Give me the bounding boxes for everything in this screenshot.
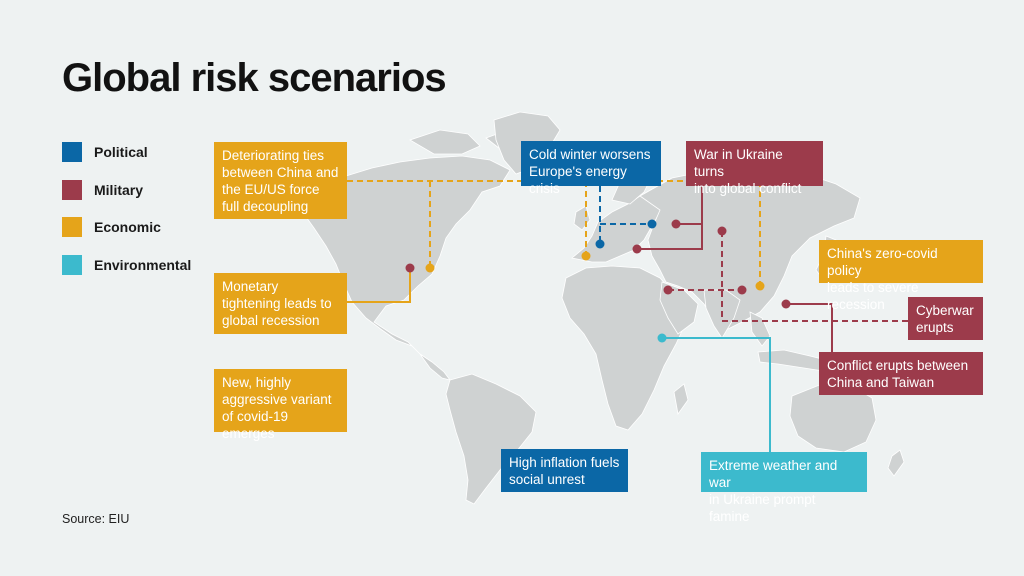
legend: Political Military Economic Environmenta… — [62, 141, 191, 291]
dot-taiwan — [781, 299, 791, 309]
legend-label-economic: Economic — [94, 219, 161, 235]
dot-monetary-us — [405, 263, 415, 273]
legend-label-political: Political — [94, 144, 148, 160]
scenario-zero-covid: China's zero-covid policy leads to sever… — [819, 240, 983, 312]
connector-taiwan — [786, 303, 833, 352]
dot-cyber-russia — [717, 226, 727, 236]
legend-label-environmental: Environmental — [94, 256, 192, 273]
scenario-ukraine-war: War in Ukraine turns into global conflic… — [686, 141, 823, 196]
legend-swatch-political — [62, 142, 82, 162]
scenario-cyberwar: Cyberwar erupts — [908, 297, 983, 340]
arabian-peninsula — [659, 281, 699, 335]
connector-monetary — [347, 268, 411, 303]
endpoint-dots — [405, 219, 791, 343]
legend-item-environmental: Environmental — [62, 254, 191, 276]
central-america — [419, 353, 451, 381]
legend-item-economic: Economic — [62, 216, 191, 238]
dot-cyber-china — [737, 285, 747, 295]
dot-cyber-mideast — [663, 285, 673, 295]
new-zealand — [887, 449, 905, 477]
south-america — [445, 373, 537, 505]
dot-ukraine-2 — [632, 244, 642, 254]
legend-item-military: Military — [62, 179, 191, 201]
dot-decoupling-eu — [581, 251, 591, 261]
legend-swatch-environmental — [62, 254, 82, 275]
connector-famine — [662, 337, 771, 452]
legend-swatch-military — [62, 179, 82, 200]
scenario-taiwan: Conflict erupts between China and Taiwan — [819, 352, 983, 395]
dot-zero-covid — [755, 281, 765, 291]
dot-winter-eu — [595, 239, 605, 249]
british-isles — [573, 205, 591, 231]
scenario-inflation: High inflation fuels social unrest — [501, 449, 628, 492]
dot-decoupling-us — [425, 263, 435, 273]
africa — [561, 265, 687, 431]
connector-decoupling — [347, 180, 761, 286]
southeast-asia — [749, 311, 771, 347]
dot-winter-east — [647, 219, 657, 229]
legend-swatch-economic — [62, 217, 82, 237]
dot-famine — [657, 333, 667, 343]
scenario-monetary: Monetary tightening leads to global rece… — [214, 273, 347, 334]
legend-item-political: Political — [62, 141, 191, 163]
connector-ukraine — [637, 186, 703, 250]
legend-label-military: Military — [94, 181, 144, 198]
madagascar — [673, 383, 689, 416]
scenario-winter: Cold winter worsens Europe's energy cris… — [521, 141, 661, 196]
page-title: Global risk scenarios — [62, 56, 447, 100]
connectors — [347, 180, 908, 452]
scenario-decoupling: Deteriorating ties between China and the… — [214, 142, 347, 219]
scenario-covid-variant: New, highly aggressive variant of covid-… — [214, 369, 347, 441]
dot-ukraine-1 — [671, 219, 681, 229]
scenario-famine: Extreme weather and war in Ukraine promp… — [701, 452, 867, 524]
arctic-islands — [409, 129, 481, 155]
source-note: Source: EIU — [62, 512, 130, 526]
connector-cyberwar — [721, 231, 908, 322]
